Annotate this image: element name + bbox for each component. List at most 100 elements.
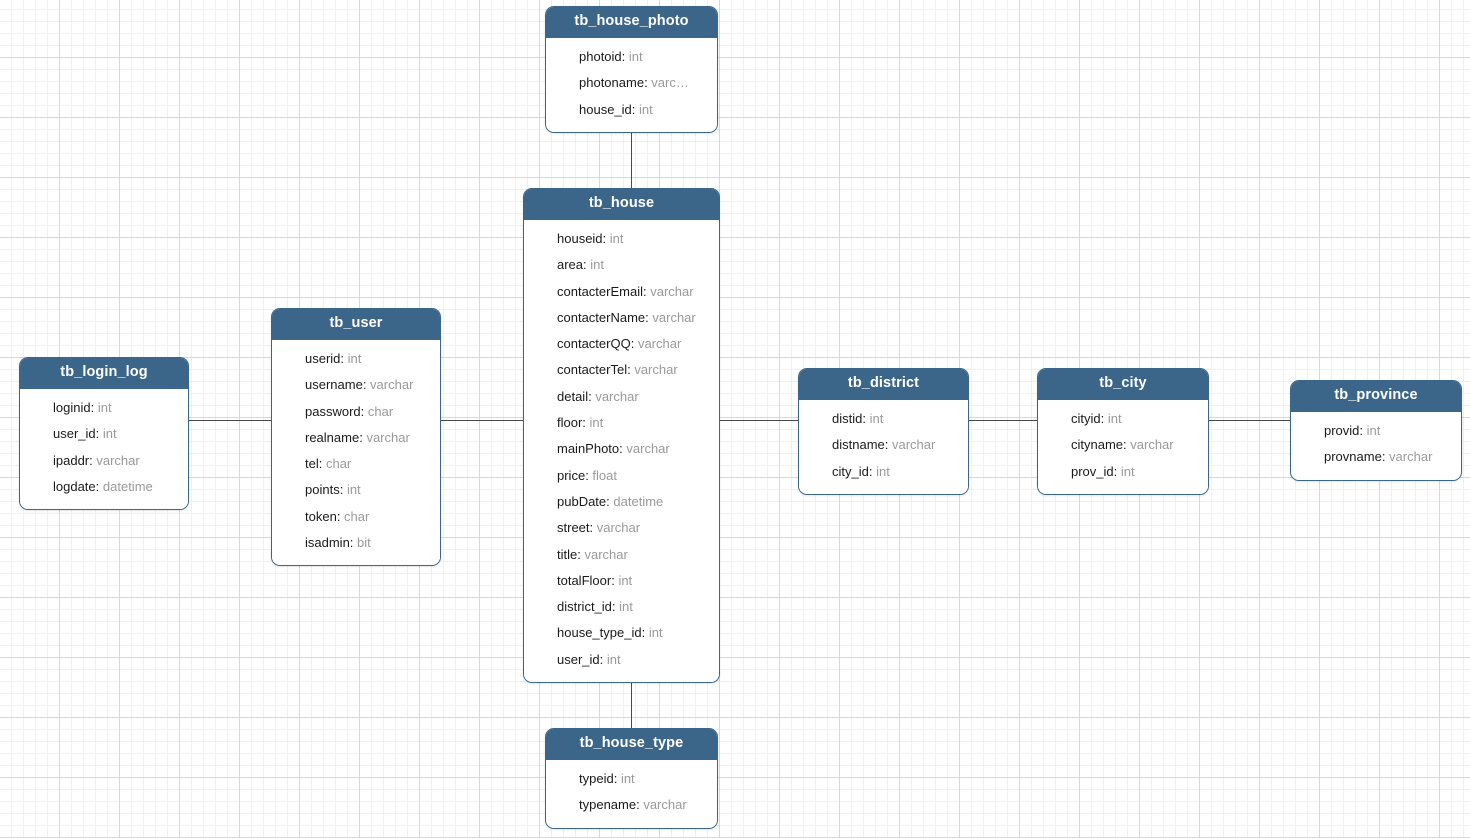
field-separator: : [1381, 449, 1390, 465]
field-row[interactable]: photoname: varc… [546, 70, 717, 96]
field-row[interactable]: username: varchar [272, 372, 440, 398]
field-row[interactable]: detail: varchar [524, 384, 719, 410]
field-row[interactable]: house_type_id: int [524, 620, 719, 646]
field-row[interactable]: cityname: varchar [1038, 432, 1208, 458]
field-type: int [606, 651, 621, 667]
field-separator: : [362, 377, 371, 393]
field-row[interactable]: street: varchar [524, 515, 719, 541]
field-type: int [1120, 463, 1135, 479]
field-name: userid [305, 350, 341, 366]
field-row[interactable]: totalFloor: int [524, 568, 719, 594]
entity-title-tb_house_photo: tb_house_photo [546, 7, 717, 38]
field-type: int [620, 770, 635, 786]
field-row[interactable]: cityid: int [1038, 406, 1208, 432]
field-row[interactable]: points: int [272, 477, 440, 503]
field-name: typename [579, 797, 637, 813]
field-row[interactable]: realname: varchar [272, 425, 440, 451]
field-row[interactable]: password: char [272, 399, 440, 425]
field-type: char [325, 456, 352, 472]
field-separator: : [318, 456, 326, 472]
field-row[interactable]: loginid: int [20, 395, 188, 421]
field-type: int [869, 410, 884, 426]
field-row[interactable]: ipaddr: varchar [20, 448, 188, 474]
field-separator: : [339, 482, 347, 498]
field-name: distname [832, 437, 885, 453]
field-name: contacterTel [557, 362, 628, 378]
field-row[interactable]: contacterQQ: varchar [524, 331, 719, 357]
field-row[interactable]: typeid: int [546, 766, 717, 792]
field-row[interactable]: user_id: int [524, 647, 719, 673]
field-separator: : [606, 493, 614, 509]
field-name: points [305, 482, 340, 498]
field-type: int [609, 230, 624, 246]
field-row[interactable]: contacterTel: varchar [524, 357, 719, 383]
field-separator: : [583, 257, 591, 273]
field-row[interactable]: isadmin: bit [272, 530, 440, 556]
field-name: pubDate [557, 493, 607, 509]
field-row[interactable]: contacterEmail: varchar [524, 279, 719, 305]
field-name: ipaddr [53, 452, 90, 468]
field-row[interactable]: distid: int [799, 406, 968, 432]
field-row[interactable]: district_id: int [524, 594, 719, 620]
field-type: float [592, 467, 617, 483]
field-row[interactable]: floor: int [524, 410, 719, 436]
field-type: varchar [637, 336, 682, 352]
field-row[interactable]: user_id: int [20, 421, 188, 447]
field-row[interactable]: pubDate: datetime [524, 489, 719, 515]
field-separator: : [630, 336, 638, 352]
field-name: isadmin [305, 535, 350, 551]
field-separator: : [644, 75, 652, 91]
field-row[interactable]: typename: varchar [546, 792, 717, 818]
field-row[interactable]: provname: varchar [1291, 444, 1461, 470]
field-type: varchar [652, 309, 696, 325]
field-type: int [97, 399, 112, 415]
field-row[interactable]: distname: varchar [799, 432, 968, 458]
field-type: int [102, 426, 117, 442]
field-row[interactable]: contacterName: varchar [524, 305, 719, 331]
field-separator: : [599, 651, 607, 667]
field-row[interactable]: area: int [524, 252, 719, 278]
field-name: user_id [557, 651, 600, 667]
field-row[interactable]: photoid: int [546, 44, 717, 70]
field-type: int [346, 482, 361, 498]
field-row[interactable]: price: float [524, 463, 719, 489]
field-row[interactable]: token: char [272, 504, 440, 530]
field-type: int [648, 625, 663, 641]
field-separator: : [611, 572, 619, 588]
edge-city-to-province [1209, 420, 1290, 421]
field-row[interactable]: provid: int [1291, 418, 1461, 444]
field-type: varchar [366, 429, 410, 445]
field-row[interactable]: city_id: int [799, 459, 968, 485]
field-type: varchar [596, 520, 641, 536]
entity-title-tb_house: tb_house [524, 189, 719, 220]
field-row[interactable]: title: varchar [524, 542, 719, 568]
field-row[interactable]: userid: int [272, 346, 440, 372]
field-row[interactable]: logdate: datetime [20, 474, 188, 500]
field-separator: : [611, 599, 620, 615]
field-separator: : [89, 452, 97, 468]
field-type: int [347, 350, 362, 366]
field-row[interactable]: mainPhoto: varchar [524, 436, 719, 462]
field-name: house_type_id [557, 625, 642, 641]
field-row[interactable]: house_id: int [546, 97, 717, 123]
field-type: varc… [651, 75, 689, 91]
field-row[interactable]: prov_id: int [1038, 459, 1208, 485]
field-name: house_id [579, 101, 632, 117]
field-row[interactable]: houseid: int [524, 226, 719, 252]
field-type: int [876, 463, 890, 479]
field-row[interactable]: tel: char [272, 451, 440, 477]
field-name: city_id [832, 463, 869, 479]
field-separator: : [589, 520, 597, 536]
